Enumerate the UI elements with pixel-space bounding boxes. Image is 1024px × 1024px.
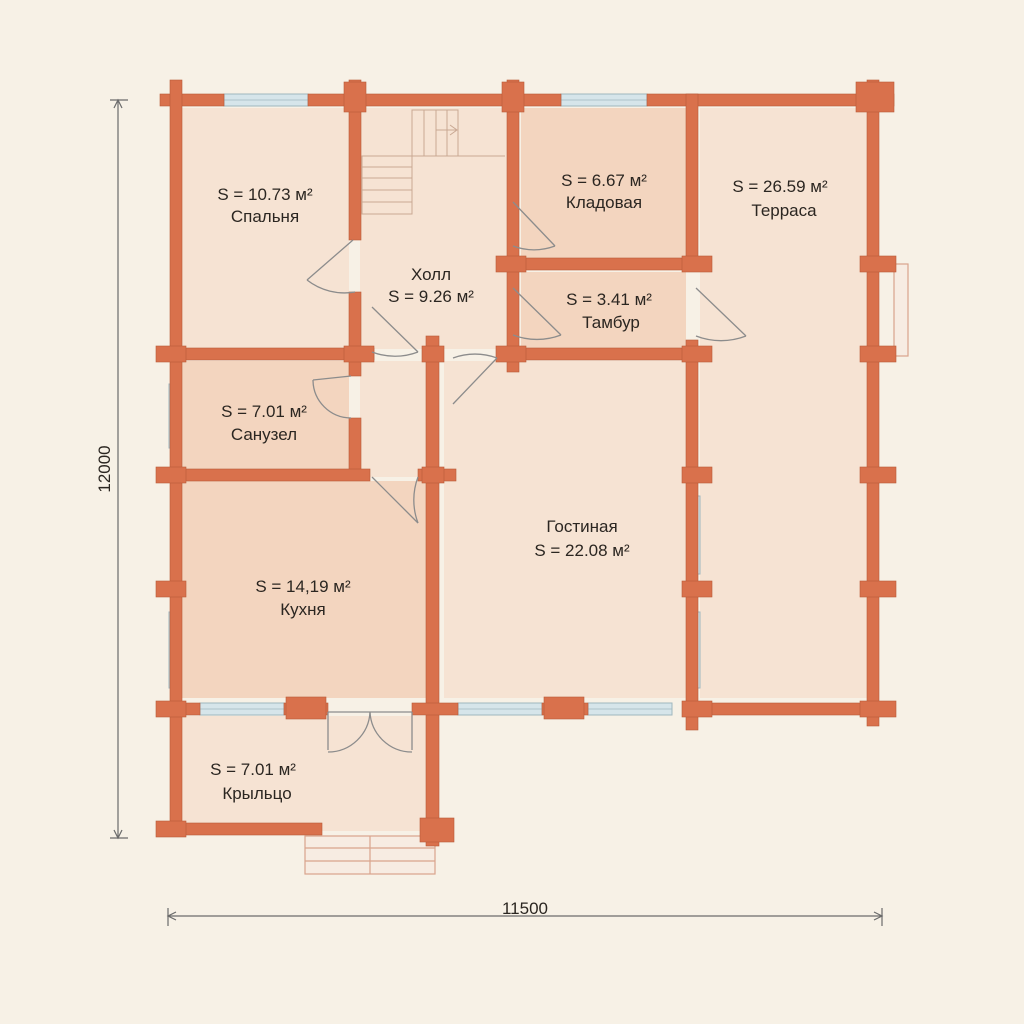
- wall-segment: [685, 93, 699, 271]
- wall-segment: [169, 79, 183, 837]
- room-fill-corridor: [360, 361, 426, 477]
- wall-segment: [421, 466, 445, 484]
- door: [695, 287, 747, 342]
- wall-segment: [421, 345, 445, 363]
- wall-segment: [155, 700, 187, 718]
- wall-segment: [348, 417, 362, 475]
- porch-double-door: [327, 712, 413, 750]
- wall-segment: [155, 466, 187, 484]
- door: [512, 201, 556, 251]
- wall-segment: [506, 257, 712, 271]
- wall-segment: [681, 255, 713, 273]
- room-fill-storage: [521, 108, 686, 260]
- door: [452, 353, 498, 405]
- room-fill-living: [444, 361, 686, 698]
- porch-steps: [304, 835, 436, 875]
- wall-segment: [343, 81, 367, 113]
- room-fill-terrace: [700, 108, 867, 698]
- door: [327, 711, 371, 753]
- door: [371, 476, 419, 524]
- wall-segment: [155, 345, 187, 363]
- window: [457, 702, 543, 716]
- wall-segment: [159, 468, 371, 482]
- window: [199, 702, 285, 716]
- wall-segment: [159, 93, 225, 107]
- bathroom-name: Санузел: [231, 425, 297, 444]
- door: [369, 711, 413, 753]
- room-fill-hall: [360, 108, 507, 349]
- wall-segment: [855, 81, 895, 113]
- vestibule-name: Тамбур: [582, 313, 640, 332]
- wall-segment: [681, 466, 713, 484]
- wall-segment: [866, 79, 880, 727]
- wall-segment: [307, 93, 562, 107]
- hall-name: Холл: [411, 265, 451, 284]
- wall-segment: [543, 696, 585, 720]
- wall-segment: [859, 255, 897, 273]
- wall-segment: [159, 347, 375, 361]
- porch-area: S = 7.01 м²: [210, 760, 296, 779]
- room-fill-porch: [182, 716, 426, 831]
- window: [223, 93, 309, 107]
- door: [312, 375, 352, 419]
- terrace-area: S = 26.59 м²: [732, 177, 828, 196]
- wall-segment: [859, 345, 897, 363]
- wall-segment: [681, 345, 713, 363]
- wall-segment: [343, 345, 375, 363]
- door: [512, 287, 562, 341]
- storage-name: Кладовая: [566, 193, 642, 212]
- room-labels: S = 10.73 м² Спальня Холл S = 9.26 м² S …: [210, 171, 828, 803]
- wall-segment: [425, 335, 440, 847]
- wall-segment: [685, 339, 699, 731]
- door: [371, 306, 419, 357]
- wall-segment: [681, 700, 713, 718]
- room-fill-kitchen: [182, 481, 426, 698]
- living-area: S = 22.08 м²: [534, 541, 630, 560]
- wall-segment: [859, 466, 897, 484]
- wall-segment: [506, 347, 712, 361]
- bedroom-name: Спальня: [231, 207, 299, 226]
- wall-segment: [348, 79, 362, 241]
- dimensions: [110, 98, 884, 926]
- porch-name: Крыльцо: [222, 784, 291, 803]
- wall-segment: [495, 255, 527, 273]
- storage-area: S = 6.67 м²: [561, 171, 647, 190]
- doors: [306, 201, 747, 753]
- height-dimension-label: 12000: [95, 445, 114, 492]
- room-fill-vestibule: [521, 272, 686, 348]
- window: [587, 702, 673, 716]
- wall-segment: [859, 700, 897, 718]
- wall-segment: [501, 81, 525, 113]
- wall-segment: [411, 702, 459, 716]
- wall-segment: [155, 580, 187, 598]
- living-name: Гостиная: [546, 517, 617, 536]
- terrace-name: Терраса: [751, 201, 817, 220]
- bathroom-area: S = 7.01 м²: [221, 402, 307, 421]
- wall-segment: [681, 580, 713, 598]
- wall-segment: [155, 820, 187, 838]
- vestibule-area: S = 3.41 м²: [566, 290, 652, 309]
- room-fill-bedroom: [182, 108, 349, 349]
- room-fills: [182, 108, 867, 831]
- width-dimension-label: 11500: [502, 899, 548, 918]
- stairs: [361, 109, 505, 215]
- kitchen-area: S = 14,19 м²: [255, 577, 351, 596]
- wall-segment: [859, 580, 897, 598]
- wall-segment: [348, 291, 362, 377]
- wall-segment: [285, 696, 327, 720]
- walls: [155, 79, 897, 847]
- door: [306, 239, 356, 294]
- wall-segment: [419, 817, 455, 843]
- window: [560, 93, 648, 107]
- hall-area: S = 9.26 м²: [388, 287, 474, 306]
- terrace-step: [893, 263, 909, 357]
- bedroom-area: S = 10.73 м²: [217, 185, 313, 204]
- wall-segment: [495, 345, 527, 363]
- kitchen-name: Кухня: [280, 600, 326, 619]
